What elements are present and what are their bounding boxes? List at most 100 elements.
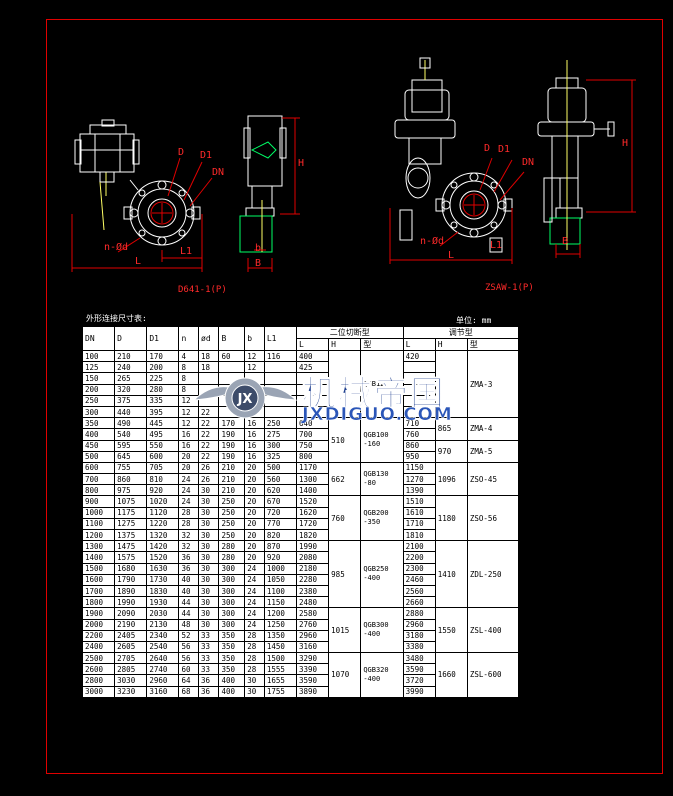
left-side-view: [239, 115, 287, 253]
table-cell: 1730: [146, 573, 180, 586]
table-cell: 300: [218, 562, 246, 575]
table-cell: 3000: [81, 685, 116, 698]
table-cell: 490: [114, 417, 148, 430]
table-cell: 30: [244, 674, 265, 687]
table-cell: 210: [218, 461, 246, 475]
left-view-caption: D641-1(P): [178, 285, 227, 295]
table-cell: 1200: [263, 607, 298, 620]
table-cell: 900: [81, 495, 116, 508]
table-cell-l3: 1810: [402, 528, 436, 542]
table-cell: 16: [244, 450, 265, 463]
table-cell: 32: [178, 540, 200, 553]
right-front-view: [394, 57, 513, 253]
table-cell-l3: 2200: [402, 551, 436, 564]
table-cell-l2: 3290: [296, 652, 330, 665]
table-cell-type2: QGB130 -80: [360, 461, 404, 497]
table-cell-l3: 1270: [402, 473, 436, 486]
table-cell-l2: 1990: [296, 540, 330, 553]
table-cell: 1500: [81, 562, 116, 575]
table-cell: 500: [263, 461, 298, 475]
table-cell: 20: [244, 495, 265, 508]
table-cell: 1790: [114, 573, 148, 586]
table-cell-l3: 1710: [402, 517, 436, 531]
table-cell: 1700: [81, 584, 116, 598]
table-cell-l2: 2480: [296, 596, 330, 609]
table-cell: 280: [146, 383, 180, 396]
table-cell-l2: 2080: [296, 551, 330, 564]
table-cell: 1475: [114, 540, 148, 553]
dim-label-nd-right: n-Ød: [420, 236, 445, 247]
table-cell: 265: [114, 372, 148, 385]
table-cell: 26: [198, 473, 220, 486]
table-cell: 48: [178, 618, 200, 631]
table-cell: 125: [81, 361, 116, 374]
table-cell: 36: [178, 562, 200, 575]
table-cell: 20: [244, 517, 265, 531]
table-cell: 560: [263, 473, 298, 486]
table-cell: 395: [146, 405, 180, 419]
table-cell: 920: [263, 551, 298, 564]
table-cell: 30: [198, 562, 220, 575]
dim-label-l-right: L: [448, 250, 455, 261]
table-cell: 500: [81, 450, 116, 463]
table-header-cell: D1: [146, 326, 180, 351]
table-cell: 30: [198, 517, 220, 531]
table-cell-l2: 3890: [296, 685, 330, 698]
table-cell-l2: 1720: [296, 517, 330, 531]
dim-label-dn-right: DN: [522, 157, 535, 168]
table-cell: 33: [198, 663, 220, 676]
table-cell: 33: [198, 629, 220, 642]
table-cell-l3: 3720: [402, 674, 436, 687]
table-cell: 1400: [81, 551, 116, 564]
table-cell-l3: 2100: [402, 540, 436, 553]
table-cell: 20: [244, 473, 265, 486]
table-cell: 1075: [114, 495, 148, 508]
dim-label-h: H: [298, 158, 305, 169]
table-cell: 3160: [146, 685, 180, 698]
table-header-cell: b: [244, 326, 265, 351]
table-cell: 755: [114, 461, 148, 475]
watermark-subtitle: JXDIGUO.COM: [302, 404, 453, 426]
table-cell: 670: [263, 495, 298, 508]
table-cell: 225: [146, 372, 180, 385]
table-cell: 64: [178, 674, 200, 687]
table-cell: 2500: [81, 652, 116, 665]
table-cell: 400: [218, 685, 246, 698]
table-cell-l2: 2960: [296, 629, 330, 642]
table-cell: 1050: [263, 573, 298, 586]
table-cell: 24: [244, 562, 265, 575]
table-cell-h3: 1550: [434, 607, 468, 654]
table-cell: 24: [178, 495, 200, 508]
dim-label-dn: DN: [212, 167, 225, 178]
table-cell: 540: [114, 428, 148, 441]
table-cell-l3: 2880: [402, 607, 436, 620]
table-cell: 30: [198, 528, 220, 542]
table-cell: 700: [81, 473, 116, 486]
table-cell: 1890: [114, 584, 148, 598]
table-cell: 335: [146, 394, 180, 407]
table-cell: 600: [146, 450, 180, 463]
dim-label-l1-right: L1: [490, 240, 503, 251]
table-cell-type2: QGB320 -400: [360, 652, 404, 698]
table-cell: 2200: [81, 629, 116, 642]
table-cell: 1150: [263, 596, 298, 609]
table-cell-type3: ZMA-5: [466, 439, 520, 463]
table-unit: 单位: mm: [456, 316, 492, 325]
table-cell-l2: 1400: [296, 484, 330, 497]
table-cell: 28: [178, 506, 200, 519]
table-cell: 1300: [81, 540, 116, 553]
table-cell: 24: [244, 584, 265, 598]
table-cell: 705: [146, 461, 180, 475]
table-cell: 620: [263, 484, 298, 497]
table-header-cell: B: [218, 326, 246, 351]
table-cell: 28: [244, 652, 265, 665]
